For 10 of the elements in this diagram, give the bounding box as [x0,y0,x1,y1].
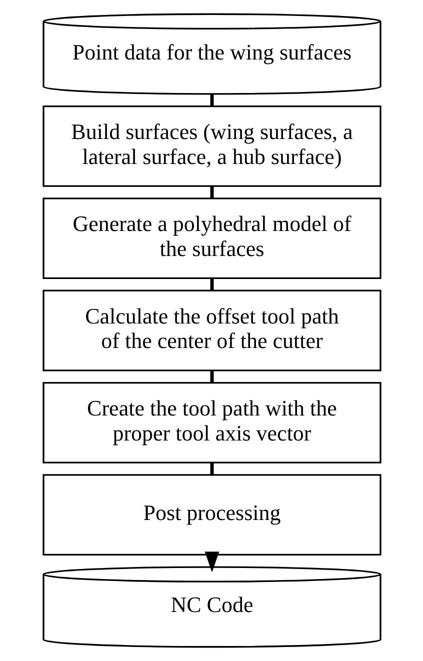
connector [210,186,214,198]
connector [210,94,214,106]
node-box: Build surfaces (wing surfaces, a lateral surface, a hub surface) [42,105,381,187]
arrow [204,552,219,572]
connector [210,463,214,475]
node-box: Calculate the offset tool path of the center of the cutter [42,290,381,372]
connector [210,370,214,383]
connector [210,278,214,291]
node-box: Create the tool path with the proper tool axis vector [42,382,381,464]
node-box: Generate a polyhedral model of the surfaces [42,198,381,280]
